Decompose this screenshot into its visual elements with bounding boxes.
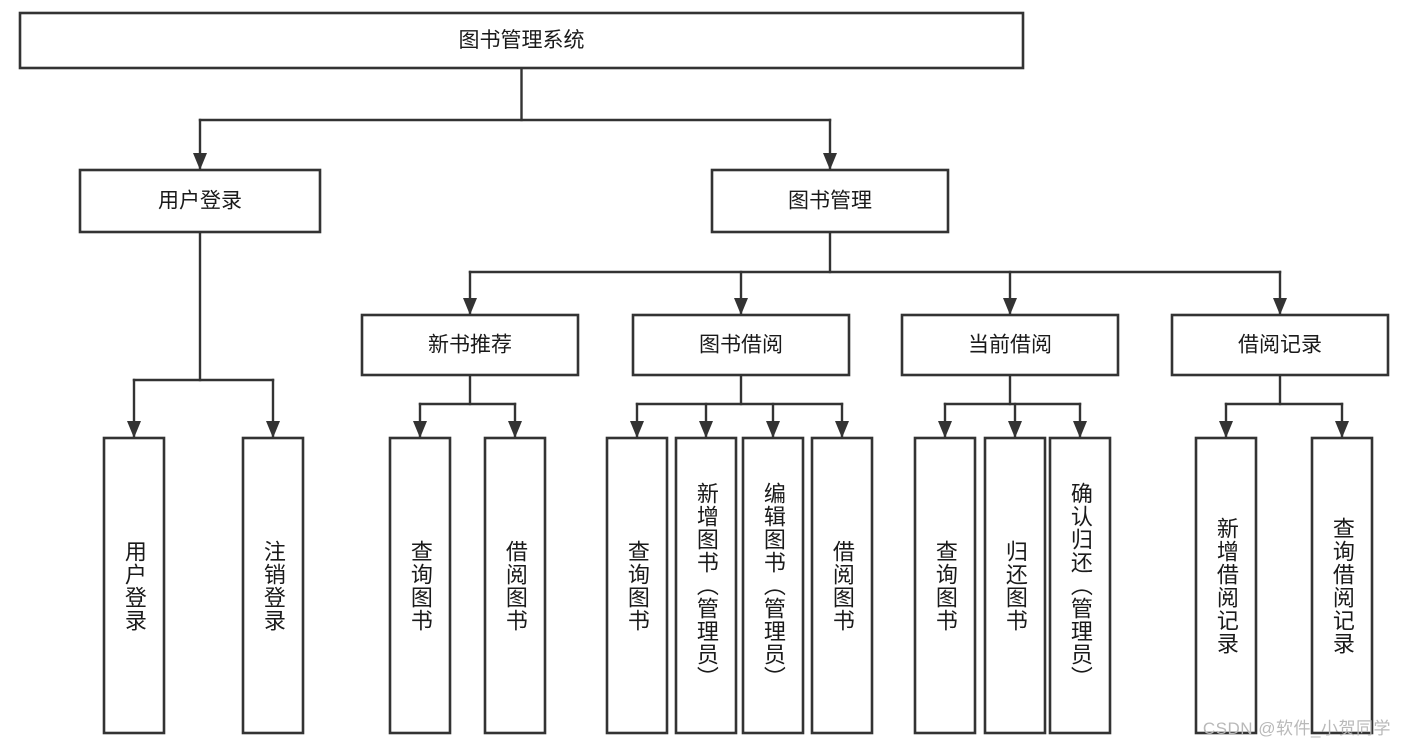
node-box-leaf-add-record[interactable] — [1194, 436, 1258, 735]
node-box-book-manage[interactable] — [710, 168, 950, 234]
boxes-layer — [18, 11, 1390, 735]
csdn-watermark: CSDN @软件_小贺同学 — [1202, 719, 1391, 738]
node-box-leaf-query-book[interactable] — [605, 436, 669, 735]
arrow-head-icon — [1273, 298, 1287, 315]
arrow-head-icon — [734, 298, 748, 315]
arrow-head-icon — [508, 421, 522, 438]
arrow-head-icon — [1219, 421, 1233, 438]
arrow-head-icon — [193, 153, 207, 170]
node-box-user-login[interactable] — [78, 168, 322, 234]
arrow-head-icon — [463, 298, 477, 315]
node-label-root: 图书管理系统 — [459, 29, 585, 52]
node-box-leaf-edit-book[interactable] — [741, 436, 805, 735]
arrow-head-icon — [1008, 421, 1022, 438]
node-label-current-borrow: 当前借阅 — [968, 334, 1052, 357]
node-box-root[interactable] — [18, 11, 1025, 70]
arrow-head-icon — [766, 421, 780, 438]
arrow-head-icon — [413, 421, 427, 438]
node-box-leaf-query-book-rec[interactable] — [388, 436, 452, 735]
node-box-leaf-borrow-book-rec[interactable] — [483, 436, 547, 735]
node-box-leaf-add-book[interactable] — [674, 436, 738, 735]
arrow-head-icon — [699, 421, 713, 438]
arrow-head-icon — [938, 421, 952, 438]
arrow-head-icon — [835, 421, 849, 438]
node-box-leaf-borrow-book[interactable] — [810, 436, 874, 735]
arrow-head-icon — [127, 421, 141, 438]
node-box-leaf-return-book[interactable] — [983, 436, 1047, 735]
arrow-head-icon — [1073, 421, 1087, 438]
node-label-user-login: 用户登录 — [158, 190, 242, 213]
node-box-new-book-rec[interactable] — [360, 313, 580, 377]
arrow-head-icon — [1335, 421, 1349, 438]
node-box-book-borrow[interactable] — [631, 313, 851, 377]
node-box-leaf-logout[interactable] — [241, 436, 305, 735]
node-box-leaf-query-book-cur[interactable] — [913, 436, 977, 735]
node-box-current-borrow[interactable] — [900, 313, 1120, 377]
arrow-head-icon — [630, 421, 644, 438]
node-box-leaf-query-record[interactable] — [1310, 436, 1374, 735]
arrow-head-icon — [266, 421, 280, 438]
node-box-borrow-record[interactable] — [1170, 313, 1390, 377]
node-label-new-book-rec: 新书推荐 — [428, 334, 512, 357]
connectors-layer — [127, 66, 1349, 440]
arrow-head-icon — [823, 153, 837, 170]
node-label-book-manage: 图书管理 — [788, 190, 872, 213]
node-label-borrow-record: 借阅记录 — [1238, 334, 1322, 357]
arrow-head-icon — [1003, 298, 1017, 315]
node-box-leaf-confirm-return[interactable] — [1048, 436, 1112, 735]
node-label-book-borrow: 图书借阅 — [699, 334, 783, 357]
node-box-leaf-user-login[interactable] — [102, 436, 166, 735]
